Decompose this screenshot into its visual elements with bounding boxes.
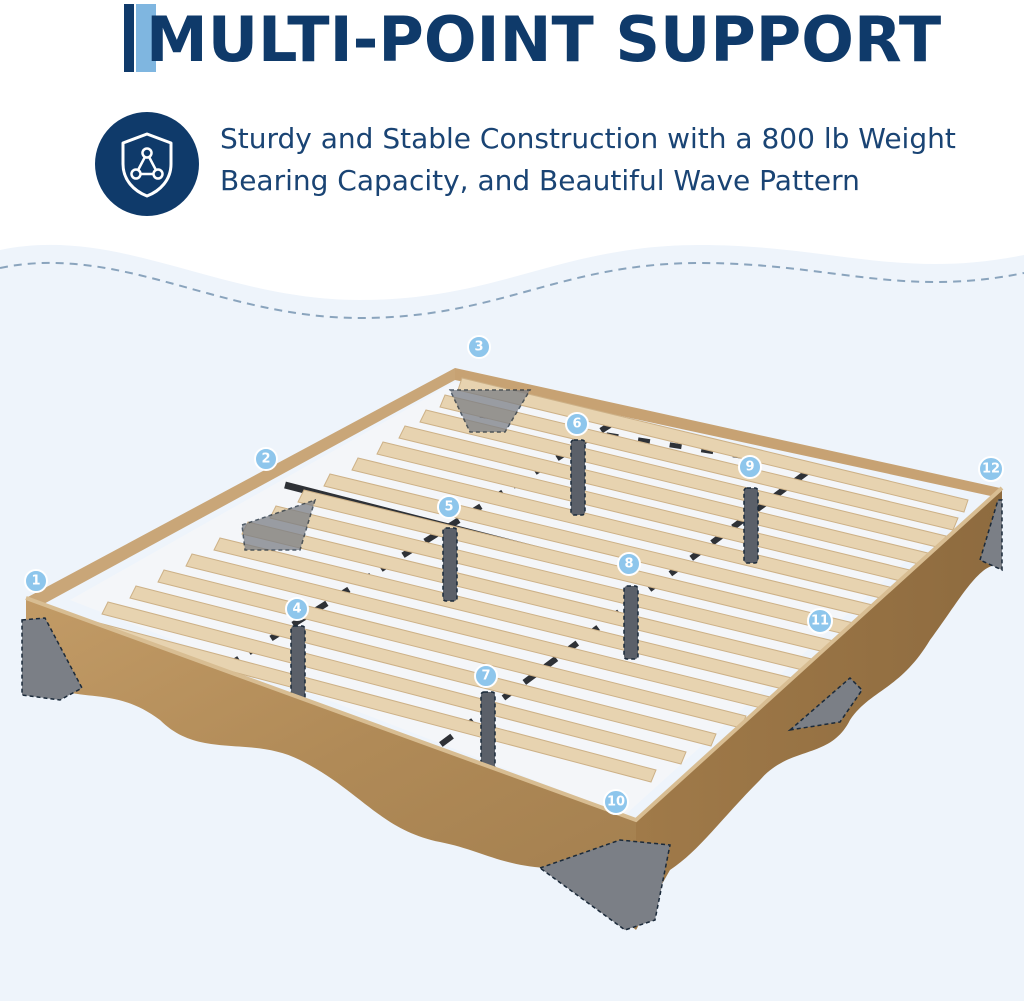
- marker-11: 11: [807, 608, 833, 634]
- svg-text:6: 6: [572, 417, 581, 432]
- svg-text:2: 2: [261, 452, 270, 467]
- marker-6: 6: [565, 412, 589, 436]
- frame-left-back-rail: [26, 368, 455, 606]
- marker-2: 2: [254, 447, 278, 471]
- svg-text:1: 1: [31, 574, 40, 589]
- title-accent-bar-light: [136, 4, 156, 72]
- subtitle-line-1: Sturdy and Stable Construction with a 80…: [220, 122, 956, 155]
- frame-top-edge: [25, 486, 1004, 823]
- svg-text:5: 5: [444, 500, 453, 515]
- page-title: MULTI-POINT SUPPORT: [146, 3, 942, 76]
- subtitle-line-2: Bearing Capacity, and Beautiful Wave Pat…: [220, 164, 860, 197]
- svg-text:11: 11: [811, 614, 829, 629]
- marker-10: 10: [603, 789, 629, 815]
- marker-7: 7: [474, 664, 498, 688]
- svg-text:7: 7: [481, 669, 490, 684]
- center-support-legs: [290, 439, 759, 771]
- marker-8: 8: [617, 552, 641, 576]
- marker-5: 5: [437, 495, 461, 519]
- svg-text:12: 12: [982, 462, 1000, 477]
- dashed-wave-line: [0, 261, 1024, 320]
- svg-text:10: 10: [607, 795, 625, 810]
- frame-left-side-panel: [26, 598, 636, 930]
- marker-12: 12: [978, 456, 1004, 482]
- marker-1: 1: [24, 569, 48, 593]
- corner-brackets: [21, 389, 1003, 931]
- title-accent-bar-dark: [124, 4, 134, 72]
- shield-network-icon: [95, 112, 199, 216]
- svg-text:9: 9: [745, 460, 754, 475]
- marker-4: 4: [285, 597, 309, 621]
- marker-9: 9: [738, 455, 762, 479]
- marker-3: 3: [467, 335, 491, 359]
- svg-text:3: 3: [474, 340, 483, 355]
- svg-text:8: 8: [624, 557, 633, 572]
- subtitle: Sturdy and Stable Construction with a 80…: [220, 118, 1000, 202]
- frame-back-rail: [455, 368, 1000, 498]
- header: MULTI-POINT SUPPORT Sturdy and Stable Co…: [0, 0, 1024, 240]
- svg-text:4: 4: [292, 602, 301, 617]
